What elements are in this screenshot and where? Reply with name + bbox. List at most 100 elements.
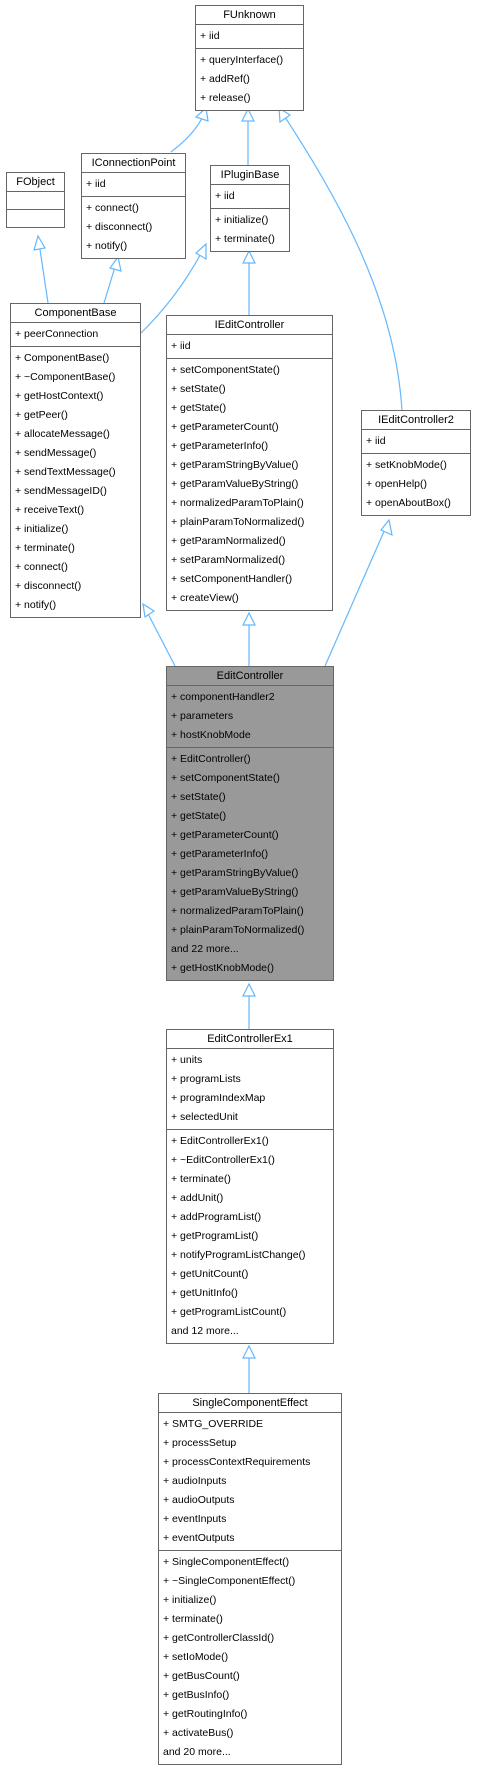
class-box-iconnectionpoint[interactable]: IConnectionPoint + iid + connect()+ discon…	[81, 153, 186, 259]
attribute-programindexmap: + programIndexMap	[171, 1092, 266, 1104]
attribute-programlists: + programLists	[171, 1073, 241, 1085]
class-box-funknown[interactable]: FUnknown+ iid+ queryInterface()+ addRef(…	[195, 5, 304, 111]
method-getparamstringbyvalue: + getParamStringByValue()	[171, 459, 299, 471]
class-box-editcontroller[interactable]: EditController + componentHandler2+ param…	[166, 666, 334, 981]
method-sendtextmessage: + sendTextMessage()	[15, 466, 116, 478]
arrowhead-componentbase-iconnectionpoint	[109, 255, 122, 272]
edge-ieditcontroller2-funknown	[278, 107, 403, 411]
class-title: IConnectionPoint	[91, 157, 176, 169]
attribute-iid: + iid	[171, 340, 191, 352]
attribute-peerconnection: + peerConnection	[15, 328, 99, 340]
method-getbuscount: + getBusCount()	[163, 1670, 240, 1682]
attribute-section: + iid	[196, 24, 303, 48]
method-setparamnormalized: + setParamNormalized()	[171, 554, 286, 566]
method-openhelp: + openHelp()	[366, 478, 427, 490]
class-title: IEditController	[214, 319, 285, 331]
method-setstate: + setState()	[171, 791, 226, 803]
method-section: + ComponentBase()+ ~ComponentBase()+ get…	[11, 346, 140, 617]
method-terminate: + terminate()	[215, 233, 275, 245]
attribute-iid: + iid	[200, 30, 220, 42]
arrowhead-editcontrollerex1-editcontroller	[242, 982, 256, 997]
attribute-iid: + iid	[86, 178, 106, 190]
method-and-12-more: and 12 more...	[171, 1325, 239, 1337]
method-getparameterinfo: + getParameterInfo()	[171, 440, 269, 452]
method-createview: + createView()	[171, 592, 239, 604]
method-openaboutbox: + openAboutBox()	[366, 497, 451, 509]
attribute-parameters: + parameters	[171, 710, 234, 722]
method-normalizedparamtoplain: + normalizedParamToPlain()	[171, 905, 304, 917]
arrowhead-ieditcontroller-ipluginbase	[242, 249, 256, 264]
attribute-hostknobmode: + hostKnobMode	[171, 729, 251, 741]
class-box-componentbase[interactable]: ComponentBase+ peerConnection+ Component…	[10, 303, 141, 618]
class-title: FObject	[16, 176, 55, 188]
method-section: + queryInterface()+ addRef()+ release()	[196, 48, 303, 110]
arrowhead-componentbase-ipluginbase	[194, 242, 207, 261]
method-singlecomponenteffect: + ~SingleComponentEffect()	[163, 1575, 296, 1587]
method-section: + connect()+ disconnect()+ notify()	[82, 196, 185, 258]
method-setiomode: + setIoMode()	[163, 1651, 229, 1663]
attribute-section	[7, 191, 64, 209]
attribute-units: + units	[171, 1054, 203, 1066]
attribute-section: + componentHandler2+ parameters+ hostKno…	[167, 685, 333, 747]
class-box-ieditcontroller[interactable]: IEditController+ iid+ setComponentState(…	[166, 315, 333, 611]
attribute-smtg-override: + SMTG_OVERRIDE	[163, 1418, 264, 1430]
method-getroutinginfo: + getRoutingInfo()	[163, 1708, 248, 1720]
class-box-ieditcontroller2[interactable]: IEditController2 + iid + setKnobMode() + op…	[361, 410, 471, 516]
method-receivetext: + receiveText()	[15, 504, 85, 516]
method-plainparamtonormalized: + plainParamToNormalized()	[171, 516, 305, 528]
attribute-processsetup: + processSetup	[163, 1437, 237, 1449]
method-editcontrollerex1: + EditControllerEx1()	[171, 1135, 269, 1147]
method-gethostknobmode: + getHostKnobMode()	[171, 962, 275, 974]
attribute-iid: + iid	[366, 435, 386, 447]
class-title: EditController	[216, 670, 284, 682]
method-getstate: + getState()	[171, 402, 227, 414]
arrowhead-ieditcontroller2-funknown	[278, 106, 292, 124]
class-box-singlecomponenteffect[interactable]: SingleComponentEffect+ SMTG_OVERRIDE+ pr…	[158, 1393, 342, 1765]
attribute-section: + iid	[211, 184, 289, 208]
method-connect: + connect()	[15, 561, 68, 573]
method-getparamstringbyvalue: + getParamStringByValue()	[171, 867, 299, 879]
method-setknobmode: + setKnobMode()	[366, 459, 447, 471]
method-initialize: + initialize()	[15, 523, 69, 535]
method-release: + release()	[200, 92, 251, 104]
method-getparamvaluebystring: + getParamValueByString()	[171, 478, 299, 490]
attribute-iid: + iid	[215, 190, 235, 202]
method-section: + SingleComponentEffect() + ~SingleCompon…	[159, 1550, 341, 1764]
attribute-processcontextrequirements: + processContextRequirements	[163, 1456, 311, 1468]
method-getparametercount: + getParameterCount()	[171, 829, 279, 841]
arrowhead-editcontroller-ieditcontroller	[242, 611, 256, 626]
class-title: IPluginBase	[220, 169, 280, 181]
attribute-section: + peerConnection	[11, 322, 140, 346]
method-terminate: + terminate()	[15, 542, 75, 554]
class-title: IEditController2	[378, 414, 454, 426]
method-getunitinfo: + getUnitInfo()	[171, 1287, 238, 1299]
method-notifyprogramlistchange: + notifyProgramListChange()	[171, 1249, 306, 1261]
method-getprogramlist: + getProgramList()	[171, 1230, 259, 1242]
method-section: + setKnobMode() + openHelp() + openAboutBo…	[362, 453, 470, 515]
method-notify: + notify()	[86, 240, 128, 252]
arrowhead-iconnectionpoint-funknown	[194, 106, 209, 122]
method-singlecomponenteffect: + SingleComponentEffect()	[163, 1556, 290, 1568]
method-addunit: + addUnit()	[171, 1192, 224, 1204]
method-section: + initialize()+ terminate()	[211, 208, 289, 251]
attribute-audioinputs: + audioInputs	[163, 1475, 227, 1487]
method-queryinterface: + queryInterface()	[200, 54, 284, 66]
method-and-22-more: and 22 more...	[171, 943, 239, 955]
arrowhead-componentbase-fobject	[33, 234, 46, 251]
method-componentbase: + ~ComponentBase()	[15, 371, 116, 383]
method-connect: + connect()	[86, 202, 139, 214]
method-section	[7, 209, 64, 227]
attribute-section: + units + programLists + programIndexMap + …	[167, 1048, 333, 1129]
method-getparamvaluebystring: + getParamValueByString()	[171, 886, 299, 898]
attribute-section: + iid	[362, 429, 470, 453]
method-editcontroller: + EditController()	[171, 753, 251, 765]
attribute-selectedunit: + selectedUnit	[171, 1111, 238, 1123]
class-box-editcontrollerex1[interactable]: EditControllerEx1+ units+ programLists+ …	[166, 1029, 334, 1344]
class-box-ipluginbase[interactable]: IPluginBase + iid + initialize()+ terminat…	[210, 165, 290, 252]
class-box-fobject[interactable]: FObject	[6, 172, 65, 228]
method-setcomponenthandler: + setComponentHandler()	[171, 573, 293, 585]
method-plainparamtonormalized: + plainParamToNormalized()	[171, 924, 305, 936]
method-and-20-more: and 20 more...	[163, 1746, 231, 1758]
method-getstate: + getState()	[171, 810, 227, 822]
